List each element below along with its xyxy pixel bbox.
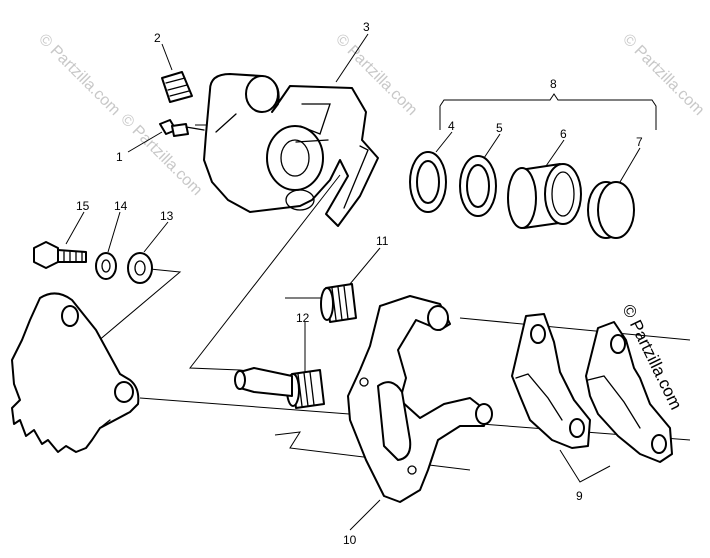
slide-pin-lower — [234, 367, 293, 397]
callout-1: 1 — [116, 150, 123, 164]
callout-5: 5 — [496, 121, 503, 135]
bracket-pin-end-lower — [475, 403, 493, 425]
callout-12: 12 — [296, 311, 310, 325]
part-10-caliper-bracket — [347, 295, 493, 503]
part-11-sleeve — [320, 283, 357, 323]
callout-9: 9 — [576, 489, 583, 503]
watermark-1: © Partzilla.com — [35, 31, 123, 119]
part-8-group-bracket — [439, 93, 657, 130]
callout-6: 6 — [560, 127, 567, 141]
part-6-piston — [507, 163, 582, 229]
watermark-3: © Partzilla.com — [619, 31, 707, 119]
bracket-pin-end-upper — [427, 305, 449, 331]
callout-11: 11 — [376, 234, 389, 248]
part-9-brake-pad-outer — [585, 321, 673, 463]
callout-15: 15 — [76, 199, 90, 213]
part-2-bleeder-plug — [161, 71, 193, 103]
part-1-bleeder-screw — [159, 119, 205, 137]
callout-labels: 1 2 3 4 5 6 7 8 9 10 11 12 13 14 15 — [76, 20, 643, 547]
part-13-washer — [127, 252, 153, 284]
callout-2: 2 — [154, 31, 161, 45]
caliper-slide-bore — [285, 189, 315, 211]
part-5-dust-seal — [459, 155, 497, 217]
part-15-bolt — [33, 241, 87, 269]
callout-4: 4 — [448, 119, 455, 133]
callout-leaders — [65, 33, 641, 531]
callout-3: 3 — [363, 20, 370, 34]
callout-8: 8 — [550, 77, 557, 91]
callout-13: 13 — [160, 209, 174, 223]
callout-14: 14 — [114, 199, 128, 213]
callout-10: 10 — [343, 533, 357, 547]
part-4-piston-seal — [409, 151, 447, 213]
caliper-inlet-boss — [245, 75, 279, 113]
part-9-brake-pad-inner — [511, 313, 591, 449]
mounting-bracket-broken — [11, 292, 140, 453]
part-14-lock-washer — [95, 252, 117, 280]
part-3-caliper-body — [203, 73, 379, 227]
callout-7: 7 — [636, 135, 643, 149]
caliper-bore — [266, 125, 324, 191]
guide-line-pads — [459, 317, 691, 341]
part-7-cap — [587, 181, 635, 239]
part-12-sleeve — [286, 369, 325, 409]
